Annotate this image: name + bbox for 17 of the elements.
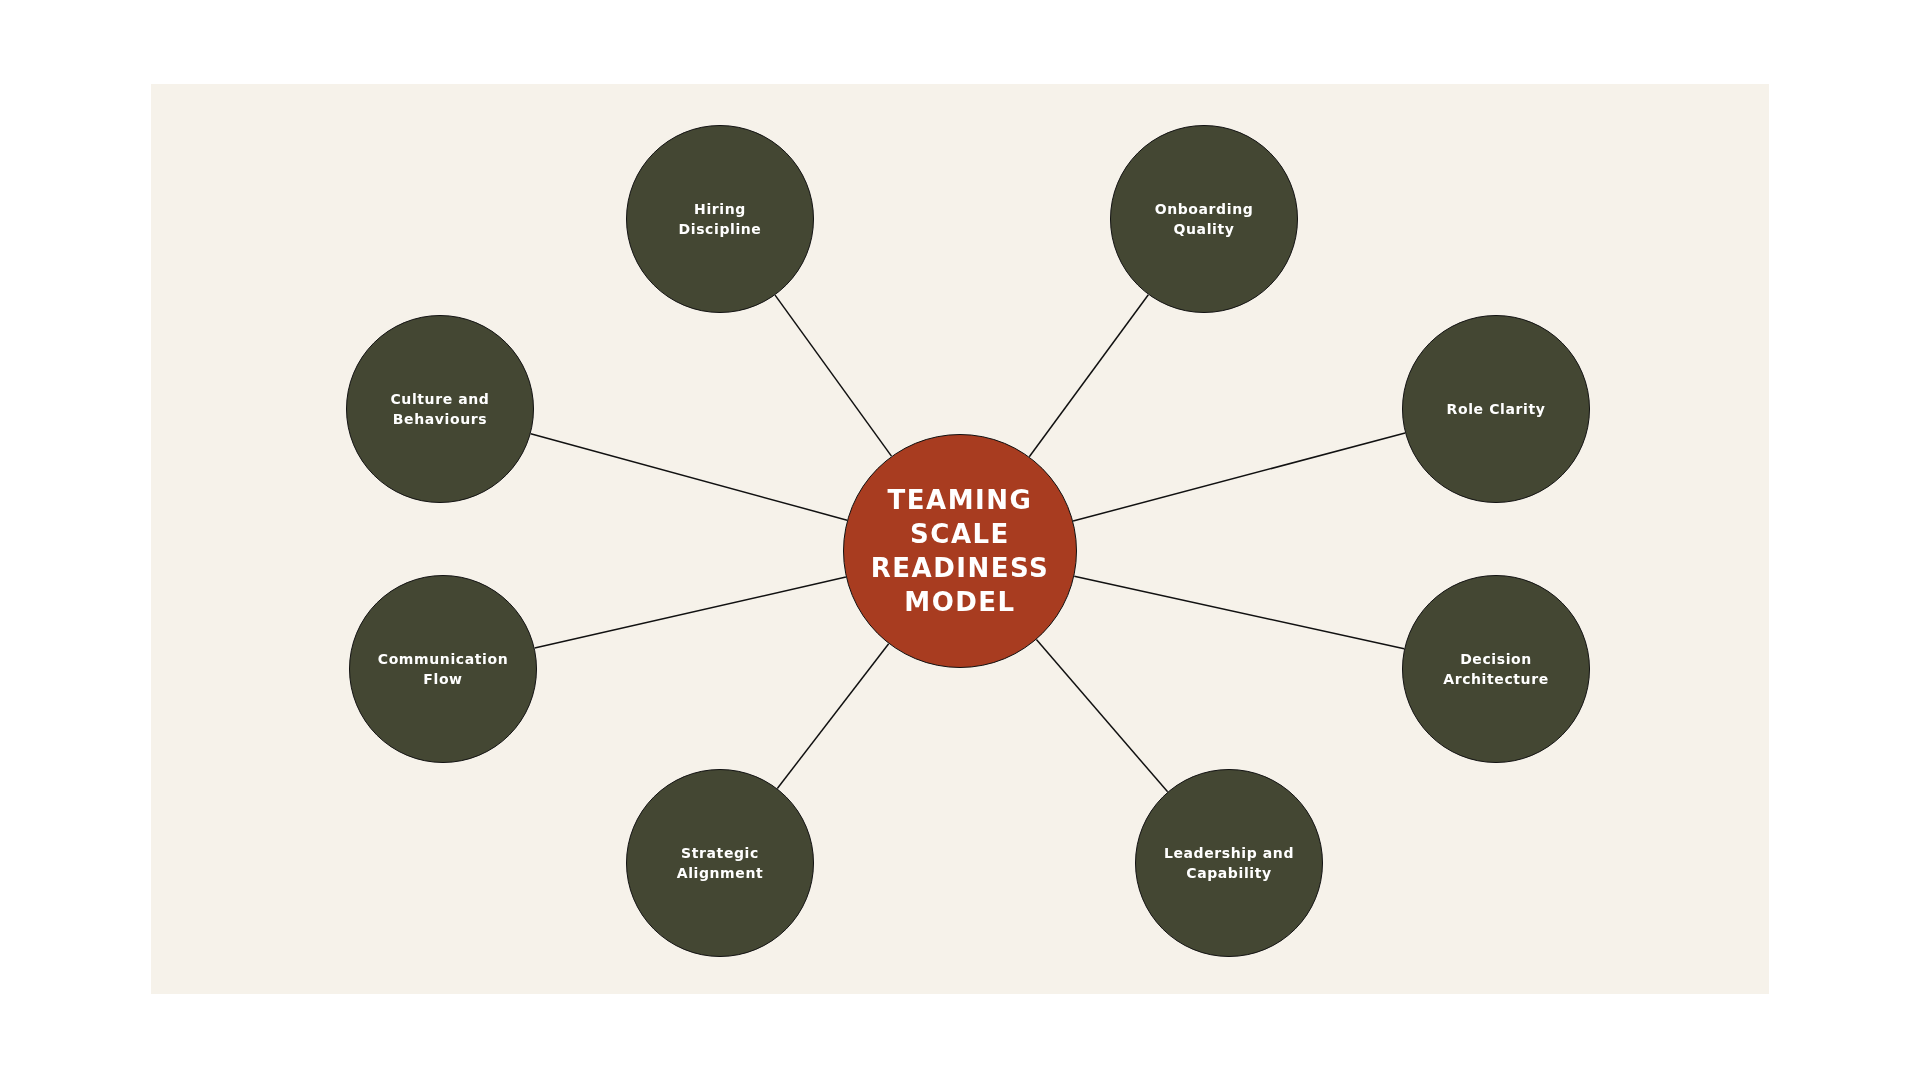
connector-line	[1072, 432, 1406, 522]
topic-label: Role Clarity	[1445, 400, 1547, 419]
connector-line	[774, 294, 893, 457]
connector-line	[1035, 638, 1169, 793]
connector-line	[529, 433, 848, 521]
topic-label: Culture and Behaviours	[389, 390, 491, 429]
topic-label: Communication Flow	[376, 650, 510, 689]
connector-line	[533, 576, 847, 649]
topic-label: Strategic Alignment	[675, 844, 765, 883]
connector-line	[776, 643, 890, 790]
topic-label: Onboarding Quality	[1153, 200, 1255, 239]
connector-line	[1073, 575, 1405, 650]
connector-line	[1028, 294, 1150, 458]
topic-label: Decision Architecture	[1442, 650, 1550, 689]
topic-label: Hiring Discipline	[677, 200, 763, 239]
topic-label: Leadership and Capability	[1162, 844, 1296, 883]
hub-title: TEAMING SCALE READINESS MODEL	[870, 484, 1050, 619]
